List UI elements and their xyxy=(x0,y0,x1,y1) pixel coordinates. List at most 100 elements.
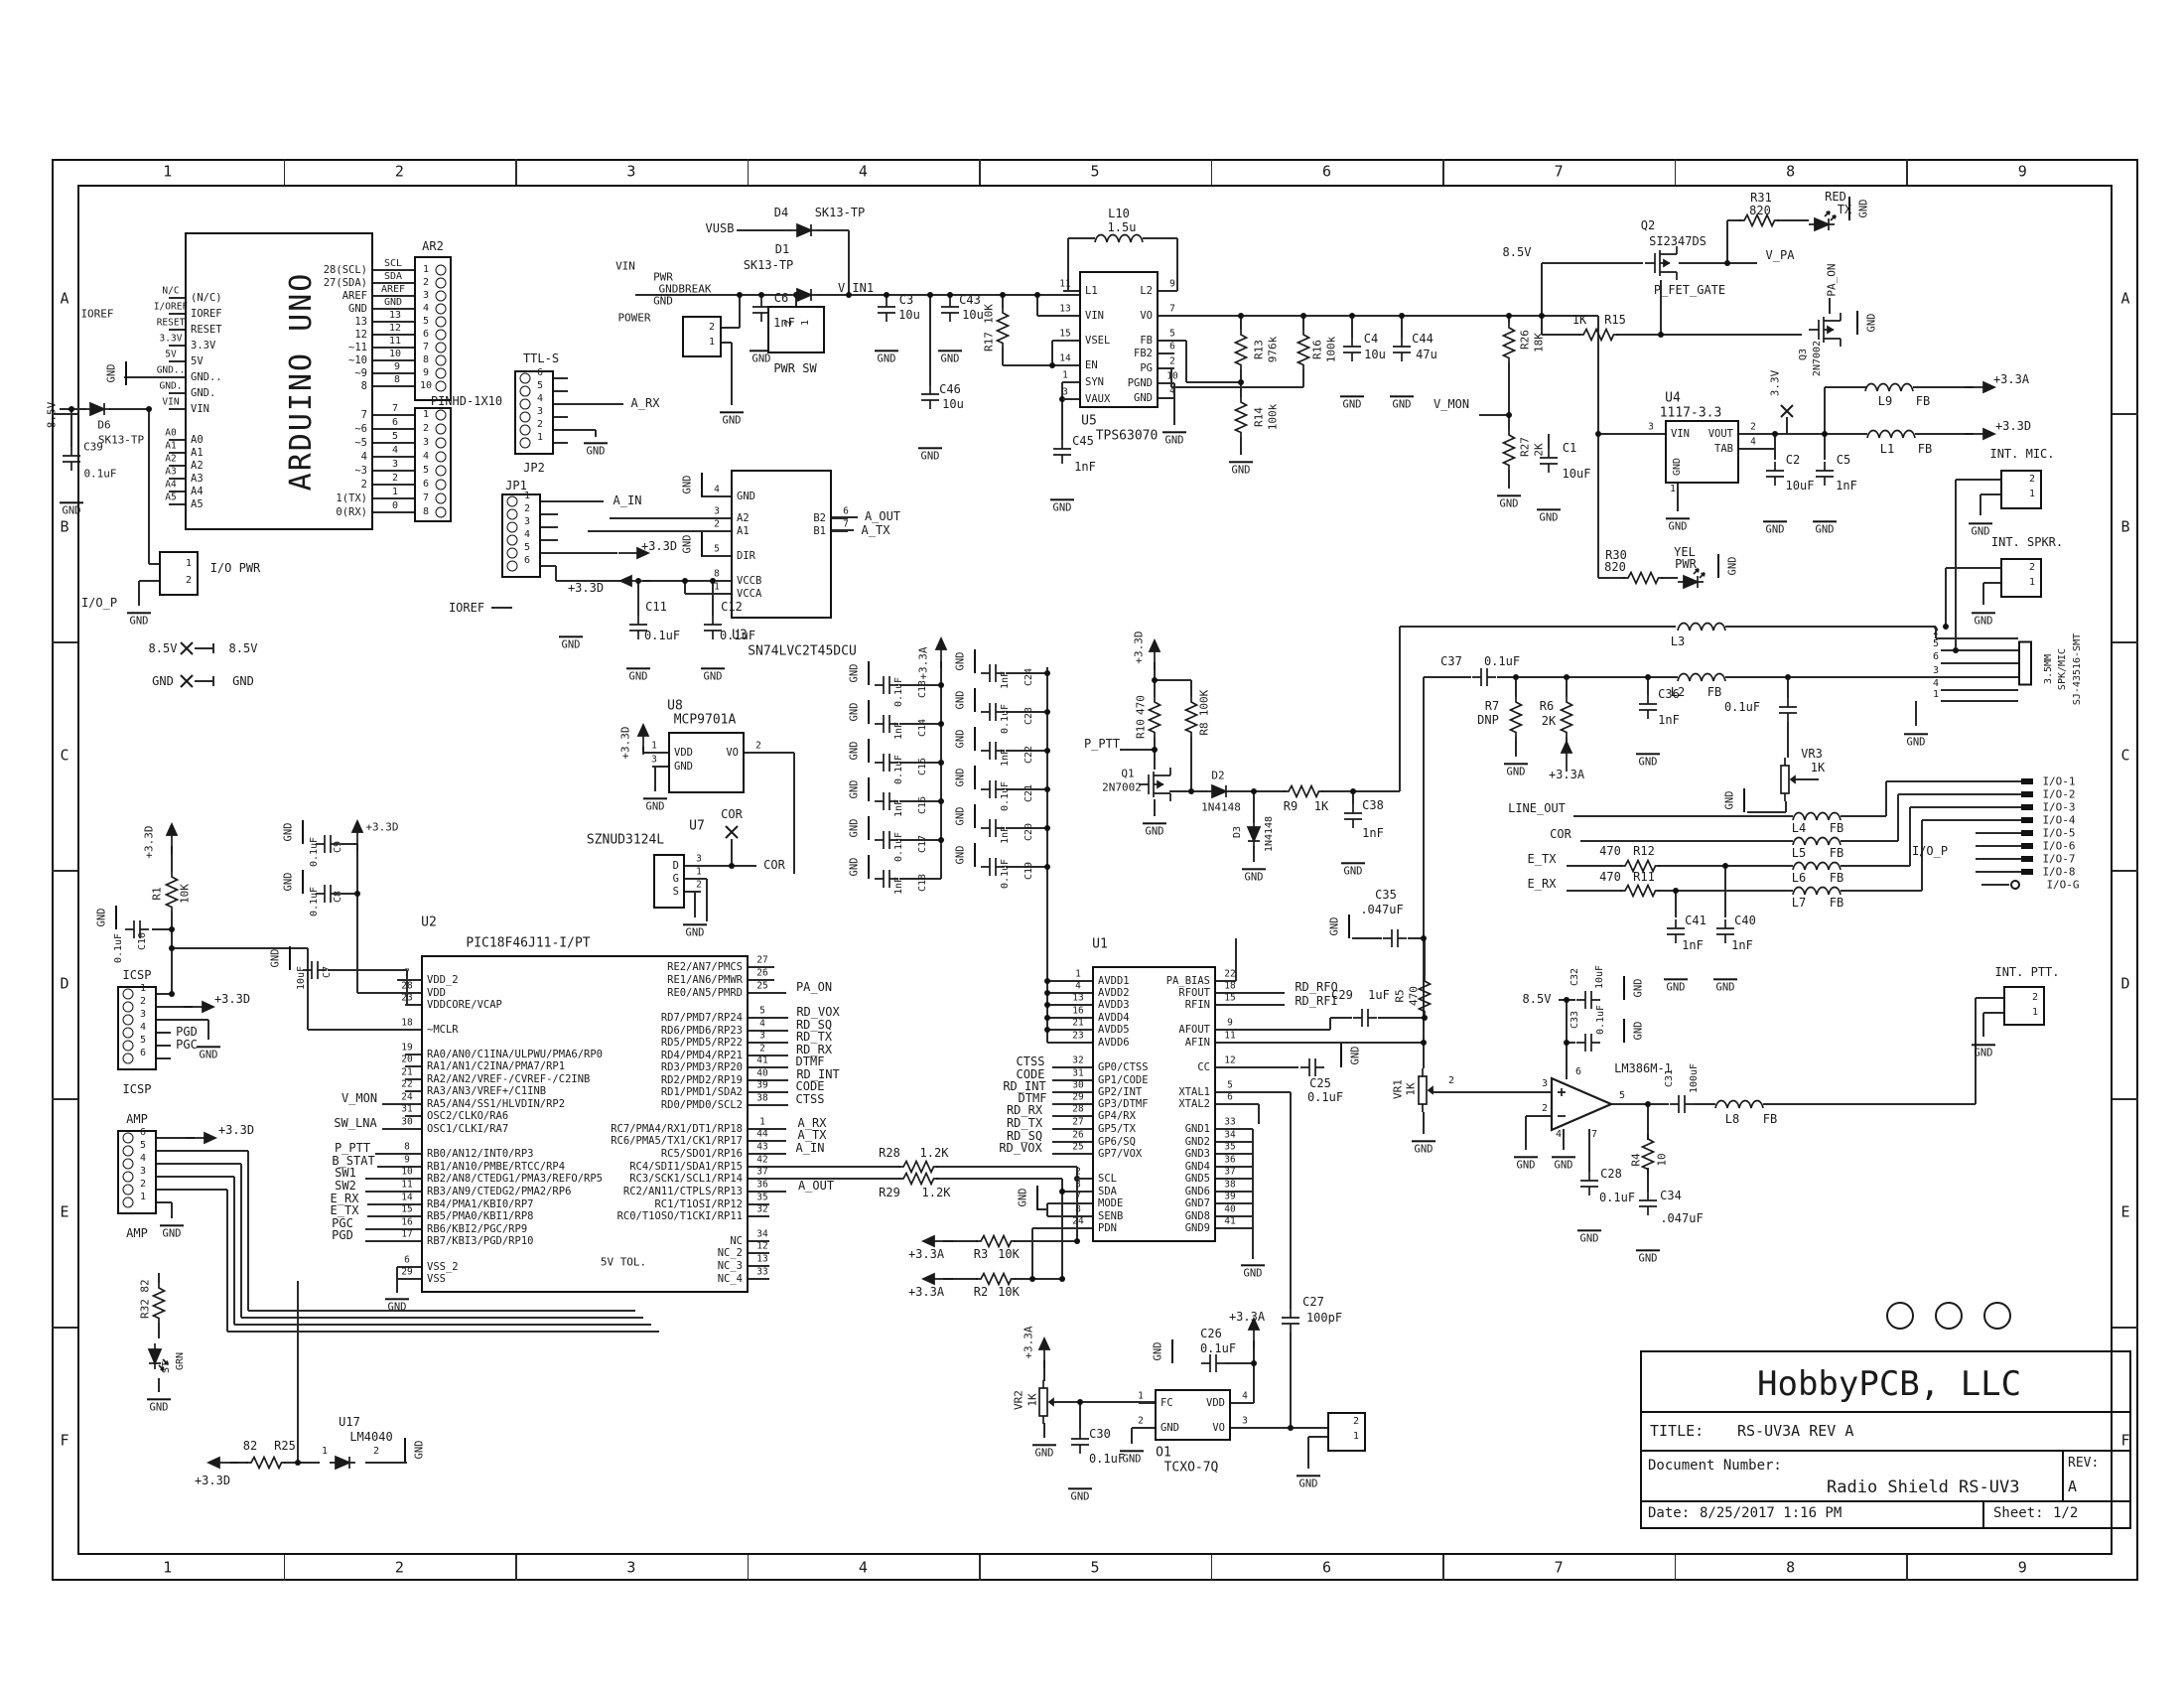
label: C14 xyxy=(917,718,928,738)
connector-pin xyxy=(122,1001,134,1013)
gnd-symbol: GND xyxy=(1241,1264,1265,1280)
resistor-symbol xyxy=(164,872,180,912)
label: LM4040 xyxy=(349,1430,393,1444)
label: I/O-3 xyxy=(2042,800,2076,814)
label: +3.3D xyxy=(365,820,399,834)
wire xyxy=(1170,368,1172,387)
connector-pin xyxy=(519,385,531,397)
wire xyxy=(1131,1428,1133,1444)
gnd-symbol: GND xyxy=(955,766,976,801)
wire xyxy=(1290,1092,1292,1309)
gnd-symbol: GND xyxy=(849,777,870,813)
label: +3.3A xyxy=(1022,1326,1035,1359)
wire xyxy=(1824,434,1826,460)
ic-pin-name: VOUT xyxy=(1707,428,1733,440)
junction-dot xyxy=(1152,677,1158,683)
company-name: HobbyPCB, LLC xyxy=(1757,1364,2022,1404)
gnd-symbol: GND xyxy=(701,667,725,683)
connector-pin-number: 6 xyxy=(422,329,430,340)
wire xyxy=(1329,1018,1331,1030)
wire xyxy=(1424,938,1426,976)
wire xyxy=(373,470,414,472)
gnd-symbol: GND xyxy=(1242,868,1266,884)
wire xyxy=(541,552,617,554)
ic-pin-stub xyxy=(405,992,421,994)
label: R29 xyxy=(879,1186,900,1199)
wire xyxy=(1829,298,1831,314)
label: PGD xyxy=(176,1025,198,1039)
connector-pin-number: 1 xyxy=(708,337,716,348)
junction-dot xyxy=(1506,412,1512,418)
ic-pin-number: 15 xyxy=(401,1203,413,1215)
ic-pin-name: A0 xyxy=(191,434,204,446)
connector-iopwr xyxy=(159,551,199,596)
label: L9 xyxy=(1877,394,1893,408)
label: 5 xyxy=(391,431,399,442)
wire xyxy=(654,767,656,791)
ic-pin-name: VO xyxy=(1212,1422,1225,1434)
wire xyxy=(377,1166,421,1168)
ic-pin-stub xyxy=(832,530,848,532)
resistor-symbol xyxy=(1417,976,1433,1016)
ic-pin-stub xyxy=(405,1078,421,1080)
wire xyxy=(1945,568,1947,627)
resistor-symbol xyxy=(1559,697,1574,737)
zone-row-label: B xyxy=(2120,517,2130,536)
wire xyxy=(1216,1153,1253,1155)
ic-pin-number: 11 xyxy=(1224,1030,1236,1042)
wire xyxy=(1353,790,1400,792)
ic-pin-stub xyxy=(1159,290,1174,292)
resistor-symbol xyxy=(1501,323,1517,362)
wire xyxy=(1014,1240,1077,1242)
wire xyxy=(226,1190,228,1332)
ic-pin-stub xyxy=(1216,1153,1232,1155)
arrow-symbol xyxy=(920,1272,953,1286)
label: 3.3V xyxy=(1768,369,1782,397)
ic-pin-number: 3 xyxy=(1075,1179,1081,1191)
ic-pin-number: 2 xyxy=(696,879,702,891)
mounting-hole-icon xyxy=(1982,1301,2012,1331)
ic-pin-stub xyxy=(749,1140,764,1142)
label: R11 xyxy=(1633,870,1655,884)
wire xyxy=(139,580,159,582)
label: U17 xyxy=(339,1415,360,1429)
ic-pin-name: SYN xyxy=(1085,376,1104,388)
gnd-symbol: GND xyxy=(1340,395,1364,411)
zone-tick xyxy=(1906,159,1909,185)
connector-pin-number: 1 xyxy=(139,1192,147,1202)
connector-intptt xyxy=(2003,986,2045,1026)
ic-pin-stub xyxy=(1216,1141,1232,1143)
resistor-symbol xyxy=(1620,858,1660,874)
zone-tick xyxy=(1210,159,1213,185)
capacitor-symbol xyxy=(1576,990,1600,1010)
wire xyxy=(1120,749,1155,751)
ic-pin-stub xyxy=(749,1166,764,1168)
ic-pin-name: A3 xyxy=(191,473,204,485)
label: IOREF xyxy=(448,601,485,615)
inductor-symbol xyxy=(1714,1097,1764,1111)
gnd-symbol: GND xyxy=(1972,1044,1995,1059)
label: L3 xyxy=(1670,634,1686,648)
gnd-symbol: GND xyxy=(1623,1019,1644,1055)
connector-pin xyxy=(435,479,447,491)
wire xyxy=(541,539,558,541)
gnd-symbol: GND xyxy=(1904,733,1928,749)
zone-col-label: 8 xyxy=(1786,162,1796,181)
ic-pin-stub xyxy=(373,372,389,374)
ic-pin-name: GP5/TX xyxy=(1098,1123,1136,1135)
wire xyxy=(1982,583,1984,605)
testpoint-icon xyxy=(1780,404,1794,418)
ic-u7 xyxy=(653,854,685,909)
label: 1 xyxy=(391,487,399,497)
connector-pin-number: 7 xyxy=(422,342,430,352)
ic-pin-name: RB7/KBI3/PGD/RP10 xyxy=(427,1235,534,1247)
ic-pin-number: 4 xyxy=(759,1018,765,1030)
ic-pin-number: 39 xyxy=(1224,1191,1236,1202)
connector-pin-number: 1 xyxy=(536,432,544,443)
ic-pin-name: SENB xyxy=(1098,1210,1124,1222)
schematic-title: RS-UV3A REV A xyxy=(1737,1422,1854,1440)
wire xyxy=(1143,237,1177,239)
ic-pin-number: 2 xyxy=(755,740,761,752)
ic-pin-stub xyxy=(1159,352,1174,354)
ic-pin-stub xyxy=(1076,1191,1092,1193)
